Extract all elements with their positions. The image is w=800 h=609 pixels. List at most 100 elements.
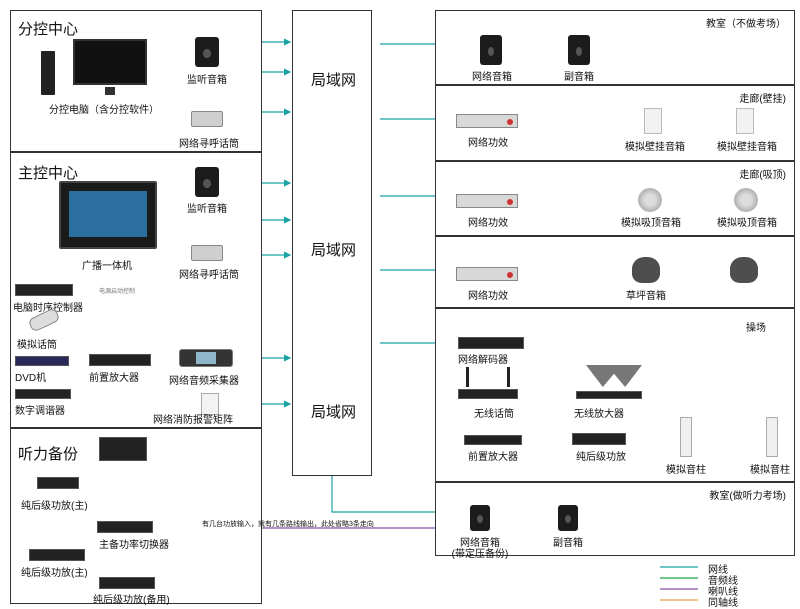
main-monitor-label: 监听音箱	[187, 204, 227, 215]
wireless-amp-label: 无线放大器	[574, 409, 624, 420]
dvd-icon	[15, 356, 69, 366]
main-amp-1-icon	[37, 477, 79, 489]
main-control-panel: 主控中心 广播一体机 监听音箱 网络寻呼话筒 电源启动控制 电脑时序控制器 模拟…	[10, 152, 262, 428]
lan-bottom-label: 局域网	[311, 404, 357, 421]
pc-tower-icon	[41, 51, 55, 95]
sequencer-icon	[15, 284, 73, 296]
audio-collector-icon	[179, 349, 233, 367]
network-amp-3-icon	[456, 267, 518, 281]
legend-coax: 同轴线	[708, 598, 738, 609]
decoder-label: 网络解码器	[458, 355, 508, 366]
lan-middle-label: 局域网	[311, 242, 357, 259]
legend-network: 网线	[708, 565, 728, 576]
exam-title: 教室(做听力考场)	[709, 491, 786, 502]
corridor-wall-dev1-label: 网络功效	[468, 138, 508, 149]
playground-preamp-icon	[464, 435, 522, 445]
column1-label: 模拟音柱	[666, 465, 706, 476]
zone-classroom: 教室（不做考场） 网络音箱 副音箱	[435, 10, 795, 85]
fire-label: 网络消防报警矩阵	[153, 415, 233, 426]
line-lan-exam	[331, 476, 470, 516]
branch-paging-label: 网络寻呼话筒	[179, 139, 239, 150]
backup-note: 有几台功放输入，就有几条路线输出，此处省略3条走向	[202, 521, 374, 528]
lan-top-label: 局域网	[311, 72, 357, 89]
exam-dev1-sub-label: (带定压备份)	[451, 549, 509, 560]
backup-title: 听力备份	[18, 446, 79, 463]
column-speaker-icon	[680, 417, 692, 457]
main-monitor-speaker-icon	[195, 167, 219, 197]
zone-corridor-ceiling: 走廊(吸顶) 网络功效 模拟吸顶音箱 模拟吸顶音箱	[435, 161, 795, 236]
corridor-wall-title: 走廊(壁挂)	[739, 94, 786, 105]
wireless-mic-receiver-icon	[458, 389, 518, 399]
backup-amp-icon	[99, 577, 155, 589]
network-speaker-icon	[480, 35, 502, 65]
decoder-icon	[458, 337, 524, 349]
main-amp-2-icon	[29, 549, 85, 561]
pc-label: 分控电脑（含分控软件）	[49, 105, 159, 116]
exam-dev2-label: 副音箱	[553, 538, 583, 549]
wireless-mic-antenna-icon	[466, 367, 510, 387]
fire-matrix-icon	[201, 393, 219, 415]
network-amp-2-icon	[456, 194, 518, 208]
paging-mic-icon	[191, 111, 223, 127]
main-title: 主控中心	[18, 165, 79, 182]
broadcast-label: 广播一体机	[82, 261, 132, 272]
zone-corridor-wall: 走廊(壁挂) 网络功效 模拟壁挂音箱 模拟壁挂音箱	[435, 85, 795, 161]
lawn-dev2-label: 草坪音箱	[626, 291, 666, 302]
corridor-ceiling-dev1-label: 网络功效	[468, 218, 508, 229]
dvd-label: DVD机	[15, 373, 47, 384]
corridor-ceiling-dev3-label: 模拟吸顶音箱	[717, 218, 777, 229]
collector-label: 网络音频采集器	[169, 376, 239, 387]
legend-speaker: 喇叭线	[708, 587, 738, 598]
ceiling-speaker-2-icon	[734, 188, 758, 212]
backup-amp-label: 纯后级功放(备用)	[93, 595, 170, 606]
main-paging-mic-icon	[191, 245, 223, 261]
backup-panel: 听力备份 纯后级功放(主) 主备功率切换器 纯后级功放(主) 纯后级功放(备用)	[10, 428, 262, 606]
corridor-ceiling-dev2-label: 模拟吸顶音箱	[621, 218, 681, 229]
classroom-dev1-label: 网络音箱	[472, 72, 512, 83]
backup-source-amp-icon	[99, 437, 147, 461]
classroom-dev2-label: 副音箱	[564, 72, 594, 83]
playground-preamp-label: 前置放大器	[468, 452, 518, 463]
wireless-amp-icon	[576, 391, 642, 399]
corridor-wall-dev2-label: 模拟壁挂音箱	[625, 142, 685, 153]
wall-speaker-2-icon	[736, 108, 754, 134]
classroom-title: 教室（不做考场）	[706, 19, 786, 30]
zone-exam-room: 教室(做听力考场) 网络音箱 (带定压备份) 副音箱	[435, 482, 795, 560]
branch-control-panel: 分控中心 分控电脑（含分控软件） 监听音箱 网络寻呼话筒	[10, 10, 262, 152]
lawn-dev1-label: 网络功效	[468, 291, 508, 302]
branch-monitor-label: 监听音箱	[187, 75, 227, 86]
tuner-icon	[15, 389, 71, 399]
exam-sub-speaker-icon	[558, 505, 578, 531]
corridor-ceiling-title: 走廊(吸顶)	[739, 170, 786, 181]
switcher-label: 主备功率切换器	[99, 540, 169, 551]
column-speaker-2-icon	[766, 417, 778, 457]
sequencer-note: 电源启动控制	[99, 289, 136, 295]
sub-speaker-icon	[568, 35, 590, 65]
preamp-icon	[89, 354, 151, 366]
preamp-label: 前置放大器	[89, 373, 139, 384]
sequencer-label: 电脑时序控制器	[13, 303, 83, 314]
lan-block: 局域网 局域网 局域网	[292, 10, 372, 476]
legend-audio: 音频线	[708, 576, 738, 587]
playground-title: 操场	[746, 323, 766, 334]
pc-monitor-icon	[73, 39, 147, 85]
pc-stand-icon	[105, 87, 115, 95]
tuner-label: 数字调谐器	[15, 406, 65, 417]
wireless-antenna-icon	[586, 365, 642, 387]
wall-speaker-icon	[644, 108, 662, 134]
switcher-icon	[97, 521, 153, 533]
lawn-speaker-2-icon	[730, 257, 758, 283]
exam-network-speaker-icon	[470, 505, 490, 531]
corridor-wall-dev3-label: 模拟壁挂音箱	[717, 142, 777, 153]
playground-power-amp-icon	[572, 433, 626, 445]
zone-lawn: 网络功效 草坪音箱	[435, 236, 795, 308]
playground-power-amp-label: 纯后级功放	[576, 452, 626, 463]
ceiling-speaker-icon	[638, 188, 662, 212]
main-amp-2-label: 纯后级功放(主)	[21, 568, 88, 579]
broadcast-unit-icon	[59, 181, 157, 249]
monitor-speaker-icon	[195, 37, 219, 67]
mic-label: 模拟话筒	[17, 340, 57, 351]
main-paging-label: 网络寻呼话筒	[179, 270, 239, 281]
exam-dev1-label: 网络音箱	[460, 538, 500, 549]
wireless-mic-label: 无线话筒	[474, 409, 514, 420]
